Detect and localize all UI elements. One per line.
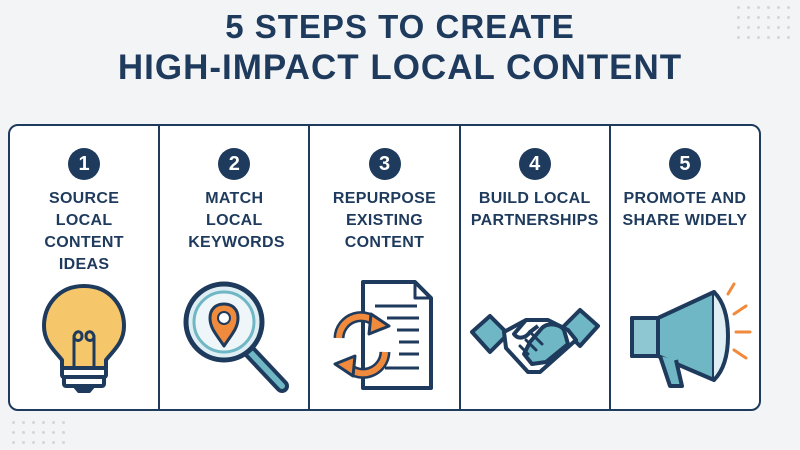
step-2: 2 MATCH LOCAL KEYWORDS <box>160 126 311 409</box>
step-label: PROMOTE AND SHARE WIDELY <box>622 190 748 229</box>
handshake-icon <box>468 276 602 396</box>
magnifier-location-icon <box>174 276 294 396</box>
document-refresh-icon <box>325 276 445 396</box>
megaphone-icon <box>618 276 752 396</box>
step-number-badge: 1 <box>68 148 101 180</box>
title-line-2: HIGH-IMPACT LOCAL CONTENT <box>117 47 683 87</box>
step-3: 3 REPURPOSE EXISTING CONTENT <box>310 126 461 409</box>
step-label: MATCH LOCAL KEYWORDS <box>188 190 285 251</box>
title-line-1: 5 STEPS TO CREATE <box>225 8 575 45</box>
step-label: REPURPOSE EXISTING CONTENT <box>332 190 437 251</box>
step-4: 4 BUILD LOCAL PARTNERSHIPS <box>461 126 611 409</box>
step-number-badge: 5 <box>668 148 701 180</box>
step-label: BUILD LOCAL PARTNERSHIPS <box>470 190 599 229</box>
step-label: SOURCE LOCAL CONTENT IDEAS <box>44 190 124 273</box>
step-number-badge: 4 <box>518 148 551 180</box>
step-number-badge: 2 <box>218 148 251 180</box>
step-1: 1 SOURCE LOCAL CONTENT IDEAS <box>10 126 161 409</box>
page-title: 5 STEPS TO CREATE HIGH-IMPACT LOCAL CONT… <box>0 8 800 88</box>
decorative-dots-bottom-left <box>12 421 65 444</box>
lightbulb-icon <box>24 276 144 396</box>
step-5: 5 PROMOTE AND SHARE WIDELY <box>611 126 759 409</box>
step-number-badge: 3 <box>368 148 401 180</box>
steps-panel: 1 SOURCE LOCAL CONTENT IDEAS 2 MATCH LOC… <box>8 124 761 411</box>
decorative-dots-top-right <box>737 6 790 39</box>
